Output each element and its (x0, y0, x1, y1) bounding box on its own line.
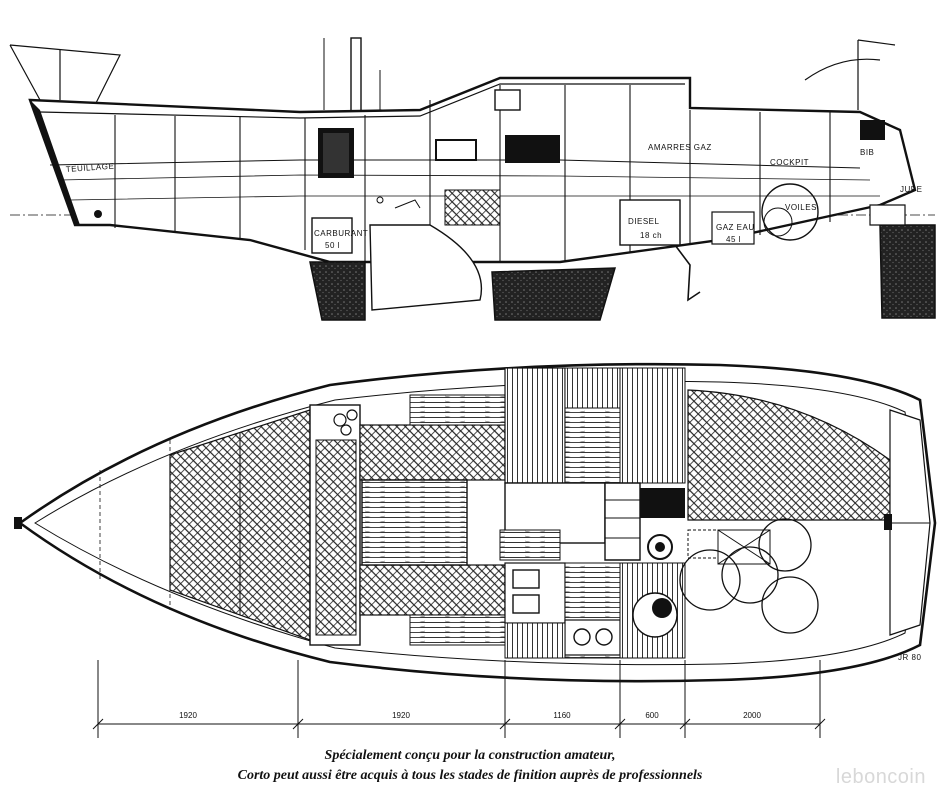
dimension-1: 1920 (179, 711, 197, 720)
keel (309, 261, 366, 321)
dimension-2: 1920 (392, 711, 410, 720)
label-jupe: JUPE (900, 185, 922, 194)
plan-view (14, 362, 937, 683)
label-teuillage: TEUILLAGE (66, 162, 115, 174)
label-carburant: CARBURANT (314, 229, 368, 238)
dimension-4: 600 (645, 711, 659, 720)
watermark-logo: leboncoin (835, 766, 926, 788)
caption: Spécialement conçu pour la construction … (0, 746, 940, 786)
sailboat-plan-drawing: TEUILLAGE AMARRES GAZ COCKPIT BIB JUPE V… (9, 37, 937, 738)
label-gaz-eau-volume: 45 l (726, 235, 741, 244)
dimension-5: 2000 (743, 711, 761, 720)
label-gaz-eau: GAZ EAU (716, 223, 755, 232)
stern-pulpit (804, 39, 896, 110)
dimension-line (92, 660, 826, 738)
label-diesel-power: 18 ch (640, 231, 662, 240)
hull-profile (28, 76, 917, 264)
profile-view (9, 37, 936, 321)
bow-pulpit (9, 44, 121, 106)
label-bib: BIB (860, 148, 874, 157)
caption-line-1: Spécialement conçu pour la construction … (324, 748, 616, 763)
label-carburant-volume: 50 l (325, 241, 340, 250)
caption-line-2: Corto peut aussi être acquis à tous les … (237, 768, 703, 783)
label-cockpit: COCKPIT (770, 158, 809, 167)
mast (350, 37, 362, 114)
designer-signature: JR 80 (898, 653, 921, 662)
label-voiles: VOILES (785, 203, 817, 212)
rudder (879, 224, 936, 319)
dimension-3: 1160 (553, 711, 571, 720)
label-amarres-gaz: AMARRES GAZ (648, 143, 712, 152)
label-diesel: DIESEL (628, 217, 660, 226)
